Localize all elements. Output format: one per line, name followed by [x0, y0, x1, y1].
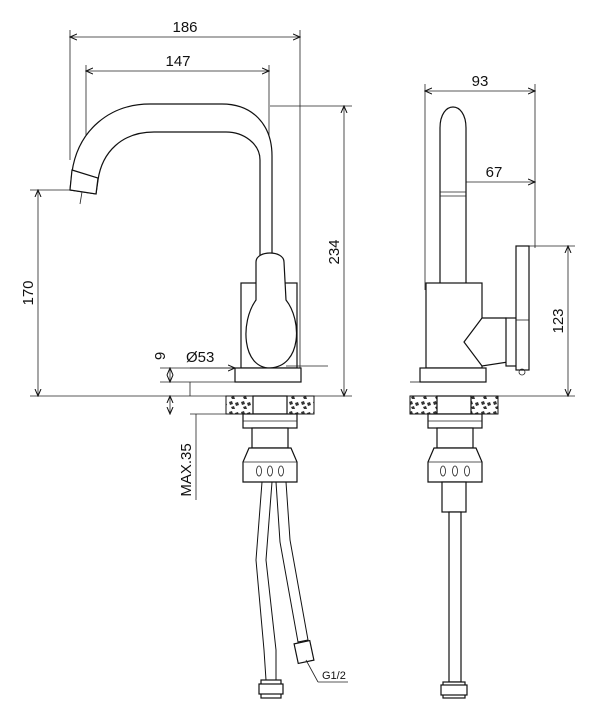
mounting-nut — [242, 447, 298, 483]
dimension-spout-reach: 147 — [86, 53, 269, 71]
dimension-base-diameter: Ø53 — [186, 349, 235, 368]
dimension-234-label: 234 — [326, 239, 343, 264]
dimension-base-height: 9 — [152, 352, 170, 382]
dimension-lever-height: 123 — [550, 246, 568, 396]
side-lever-handle — [515, 245, 530, 371]
side-mounting-shank — [436, 427, 474, 449]
spout-arc — [69, 103, 273, 263]
front-view: 186 147 234 170 — [20, 19, 352, 699]
dimension-186-label: 186 — [172, 19, 197, 36]
side-mounting-nut — [427, 447, 483, 483]
side-hose-top — [441, 481, 467, 513]
side-spout-stem — [439, 106, 467, 291]
dimension-170-label: 170 — [20, 280, 37, 305]
dimension-67-label: 67 — [486, 164, 503, 181]
dimension-93-label: 93 — [472, 73, 489, 90]
dimension-deck-thickness: MAX.35 — [170, 396, 197, 500]
dimension-diameter-label: Ø53 — [186, 349, 214, 366]
side-lever-connector — [463, 317, 509, 367]
side-hose-fitting-nut — [440, 684, 468, 696]
dimension-spout-height: 170 — [20, 190, 38, 396]
mounting-shank — [251, 427, 289, 449]
hose-fitting-right — [293, 639, 315, 665]
lever-handle — [245, 252, 297, 369]
base-flange — [234, 367, 302, 383]
dimension-overall-height: 234 — [326, 106, 344, 396]
side-base-flange — [419, 367, 487, 383]
dimension-147-label: 147 — [165, 53, 190, 70]
supply-hose-right — [275, 481, 309, 643]
dimension-side-depth: 93 — [425, 73, 535, 91]
dimension-max35-label: MAX.35 — [178, 443, 195, 496]
side-view: 93 67 123 — [409, 73, 575, 699]
shank-in-deck — [252, 395, 288, 415]
dimension-123-label: 123 — [550, 308, 567, 333]
hose-fitting-left-nut — [258, 683, 284, 695]
supply-hose-left — [255, 481, 277, 681]
dimension-overall-width: 186 — [70, 19, 300, 37]
dimension-9-label: 9 — [152, 352, 169, 360]
side-shank-in-deck — [436, 395, 472, 415]
thread-label: G1/2 — [322, 670, 346, 682]
side-hose — [448, 511, 462, 683]
spout-nozzle — [69, 169, 99, 195]
